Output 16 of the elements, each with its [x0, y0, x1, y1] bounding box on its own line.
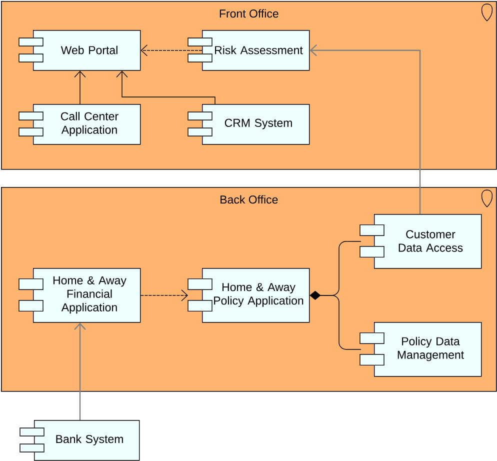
- component-box: Home & Away Policy Application: [188, 268, 310, 323]
- component-box: Call Center Application: [18, 104, 141, 145]
- component-box: Policy Data Management: [360, 322, 482, 377]
- component-box: Web Portal: [18, 30, 141, 71]
- component-box: Customer Data Access: [360, 214, 482, 269]
- arrow: [116, 70, 216, 104]
- arrow: [74, 322, 86, 420]
- arrow: [310, 44, 421, 214]
- component-box: Home & Away Financial Application: [18, 268, 141, 323]
- arrow: [140, 290, 188, 302]
- component-box: Bank System: [20, 420, 140, 461]
- arrow: [310, 290, 362, 350]
- arrow: [140, 44, 202, 56]
- component-box: CRM System: [188, 104, 310, 145]
- component-box: Risk Assessment: [188, 30, 310, 71]
- arrow: [74, 70, 86, 104]
